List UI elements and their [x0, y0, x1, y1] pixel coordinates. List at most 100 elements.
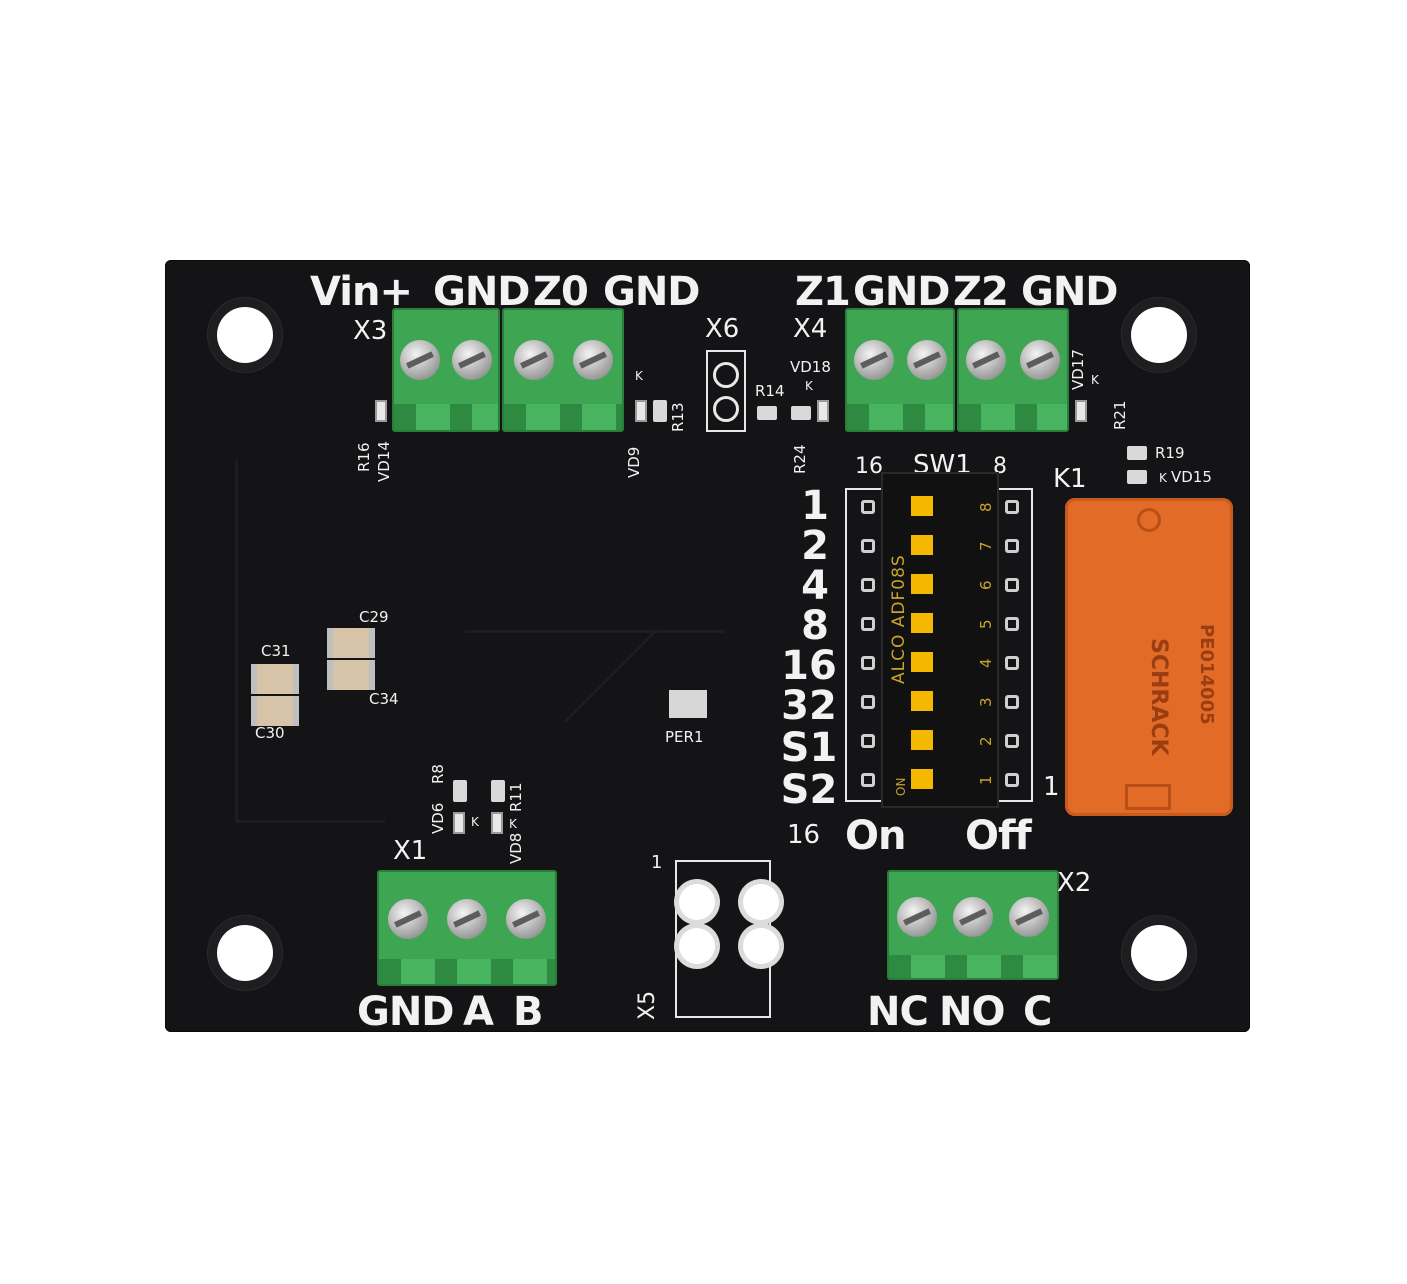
- dip-label-bottom-16: 16: [787, 820, 821, 850]
- pcb-trace: [235, 460, 238, 820]
- label-vd8: VD8: [507, 832, 525, 864]
- screw-icon: [513, 340, 554, 381]
- header-z0: Z0: [533, 269, 589, 315]
- label-r8: R8: [429, 764, 447, 784]
- mounting-hole-bottom-right: [1131, 925, 1187, 981]
- label-r14: R14: [755, 382, 785, 400]
- dip-switch-actuator-5[interactable]: [911, 613, 933, 633]
- k-mark-vd15: K: [1159, 471, 1167, 485]
- mounting-hole-top-left: [217, 307, 273, 363]
- label-r19: R19: [1155, 444, 1185, 462]
- relay-brand: SCHRACK: [1146, 638, 1171, 756]
- dip-switch-actuator-6[interactable]: [911, 574, 933, 594]
- dip-label-1: 1: [801, 483, 829, 529]
- screw-icon: [897, 896, 937, 937]
- led-vd6: [453, 812, 465, 834]
- screw-icon: [400, 340, 440, 381]
- dip-pin: [1005, 539, 1019, 553]
- header-z1: Z1: [795, 269, 851, 315]
- label-vd17: VD17: [1069, 349, 1087, 390]
- screw-icon: [452, 340, 492, 381]
- dip-off-label: Off: [965, 813, 1032, 859]
- header-vin-plus: Vin+: [310, 269, 413, 315]
- label-c31: C31: [261, 642, 291, 660]
- dip-pin: [1005, 500, 1019, 514]
- relay-model: PE014005: [1196, 624, 1217, 725]
- footer-b: B: [513, 989, 543, 1032]
- screw-icon: [1020, 340, 1060, 381]
- label-c30: C30: [255, 724, 285, 742]
- resistor-r13: [653, 400, 667, 422]
- header-z2: Z2: [953, 269, 1009, 315]
- dip-pin: [1005, 773, 1019, 787]
- led-vd17: [1075, 400, 1087, 422]
- terminal-block-x2: [887, 870, 1059, 980]
- screw-icon: [1009, 896, 1049, 937]
- x5-pin: [679, 928, 715, 964]
- k-mark-vd8: K: [509, 817, 517, 831]
- designator-x1: X1: [393, 836, 428, 866]
- k-mark-vd18: K: [805, 379, 813, 393]
- label-c29: C29: [359, 608, 389, 626]
- capacitor-c30: [251, 696, 299, 726]
- designator-x2: X2: [1057, 868, 1092, 898]
- resistor-r24: [791, 406, 811, 420]
- header-gnd-4: GND: [1021, 269, 1119, 315]
- capacitor-c31: [251, 664, 299, 694]
- corner-mark-16: 16: [855, 454, 883, 479]
- dip-switch-sw1: ALCO ADF08S ON: [881, 472, 999, 808]
- pcb-trace: [235, 820, 385, 823]
- resistor-r19: [1127, 446, 1147, 460]
- screw-icon: [906, 340, 947, 381]
- dip-switch-actuator-4[interactable]: [911, 652, 933, 672]
- dip-label-s1: S1: [780, 725, 838, 771]
- dip-pin: [861, 734, 875, 748]
- dip-switch-actuator-7[interactable]: [911, 535, 933, 555]
- footer-nc: NC: [867, 989, 929, 1032]
- dip-pos-2: 2: [977, 736, 995, 746]
- x5-pin: [743, 884, 779, 920]
- screw-icon: [388, 899, 429, 940]
- label-vd18: VD18: [790, 358, 831, 376]
- mounting-hole-bottom-left: [217, 925, 273, 981]
- connector-x6-outline: [706, 350, 746, 432]
- pcb-board: Vin+ GND Z0 GND X3 R16 VD14 K R13 VD9 X6…: [165, 260, 1250, 1032]
- x5-pin: [679, 884, 715, 920]
- relay-k1: SCHRACK PE014005: [1065, 498, 1233, 816]
- screw-icon: [966, 340, 1006, 381]
- dip-on-label: On: [845, 813, 906, 859]
- label-r21: R21: [1111, 400, 1129, 430]
- resistor-r11: [491, 780, 505, 802]
- dip-label-s2: S2: [780, 767, 838, 813]
- led-vd18: [817, 400, 829, 422]
- designator-k1: K1: [1053, 464, 1087, 494]
- dip-label-16: 16: [781, 643, 837, 689]
- dip-switch-actuator-8[interactable]: [911, 496, 933, 516]
- designator-x5: X5: [635, 990, 660, 1020]
- dip-corner-1: 1: [1043, 772, 1060, 802]
- footer-a: A: [463, 989, 494, 1032]
- led-vd14: [375, 400, 387, 422]
- terminal-block-x4-left: [845, 308, 955, 432]
- led-vd8: [491, 812, 503, 834]
- footer-c: C: [1023, 989, 1052, 1032]
- dip-pin: [1005, 578, 1019, 592]
- label-per1: PER1: [665, 728, 704, 746]
- terminal-block-x3-left: [392, 308, 500, 432]
- dip-label-32: 32: [781, 683, 837, 729]
- led-vd15: [1127, 470, 1147, 484]
- label-vd14: VD14: [375, 441, 393, 482]
- label-r24: R24: [791, 444, 809, 474]
- x5-pin: [743, 928, 779, 964]
- dip-pos-1: 1: [977, 775, 995, 785]
- relay-pin-marker: [1125, 784, 1171, 810]
- dip-label-4: 4: [801, 563, 829, 609]
- dip-pin: [1005, 695, 1019, 709]
- terminal-block-x4-right: [957, 308, 1069, 432]
- dip-switch-actuator-2[interactable]: [911, 730, 933, 750]
- dip-switch-actuator-1[interactable]: [911, 769, 933, 789]
- footer-gnd: GND: [357, 989, 455, 1032]
- dip-switch-actuator-3[interactable]: [911, 691, 933, 711]
- dip-pos-8: 8: [977, 502, 995, 512]
- screw-icon: [853, 340, 894, 381]
